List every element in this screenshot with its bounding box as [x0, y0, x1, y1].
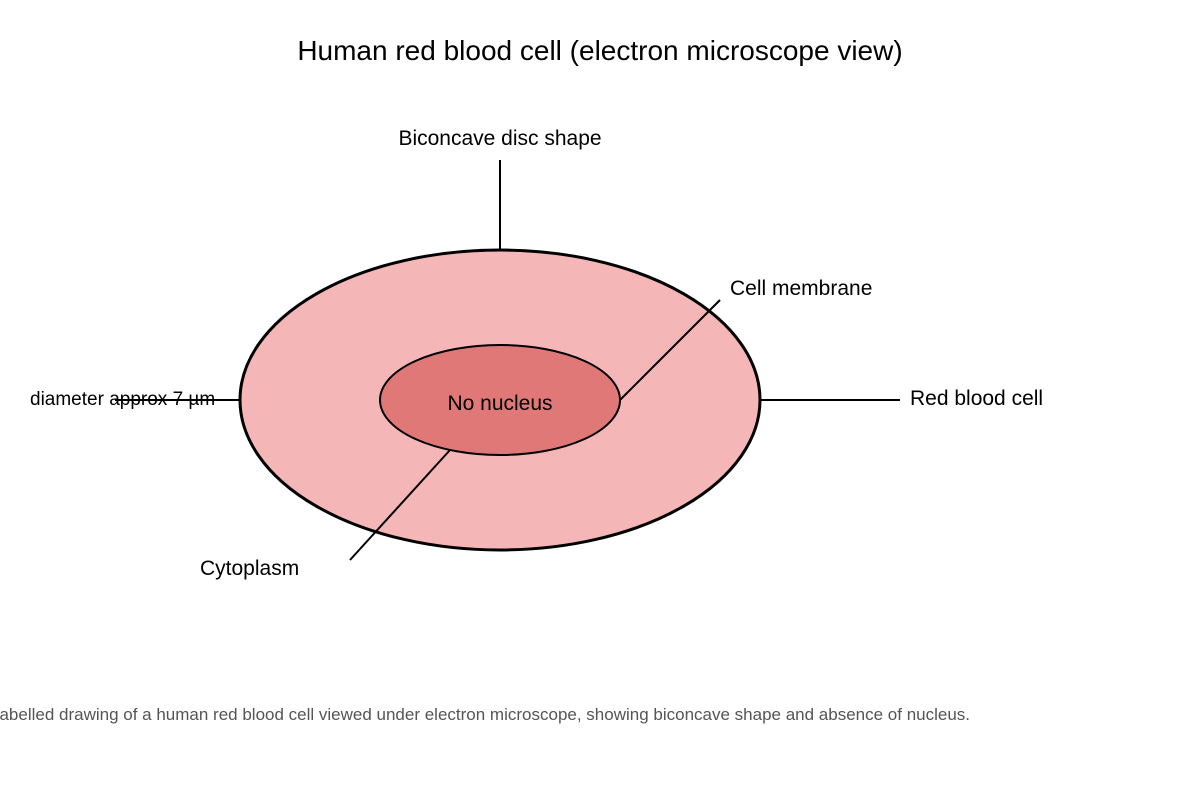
- label-red-blood-cell: Red blood cell: [910, 387, 1043, 410]
- label-no-nucleus: No nucleus: [447, 392, 552, 415]
- label-diameter: diameter approx 7 µm: [30, 389, 215, 410]
- diagram-title: Human red blood cell (electron microscop…: [297, 35, 902, 66]
- label-biconcave: Biconcave disc shape: [398, 127, 601, 150]
- cytoplasm-leader-line: [349, 449, 451, 561]
- membrane-leader-line: [619, 299, 721, 401]
- figure-caption: Labelled drawing of a human red blood ce…: [0, 705, 970, 724]
- label-cell-membrane: Cell membrane: [730, 277, 872, 300]
- label-cytoplasm: Cytoplasm: [200, 557, 299, 580]
